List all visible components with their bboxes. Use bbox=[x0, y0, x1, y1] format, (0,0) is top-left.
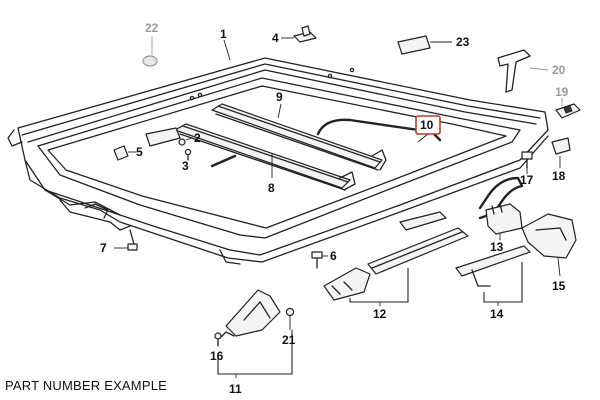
callout-16: 16 bbox=[210, 349, 224, 363]
callout-12: 12 bbox=[373, 307, 387, 321]
callout-3: 3 bbox=[182, 159, 189, 173]
callout-14: 14 bbox=[490, 307, 504, 321]
callout-22: 22 bbox=[145, 21, 159, 35]
leader-9 bbox=[277, 103, 282, 119]
lifter-12 bbox=[323, 227, 469, 306]
guide-5 bbox=[113, 145, 136, 161]
callout-10: 10 bbox=[420, 118, 434, 132]
callout-21: 21 bbox=[282, 333, 296, 347]
pad-23 bbox=[397, 35, 452, 55]
drain-rod bbox=[210, 154, 237, 168]
callout-20: 20 bbox=[552, 63, 566, 77]
nut-21 bbox=[285, 307, 295, 330]
callout-5: 5 bbox=[136, 145, 143, 159]
callout-15: 15 bbox=[552, 279, 566, 293]
callout-9: 9 bbox=[276, 90, 283, 104]
seal-insert bbox=[399, 211, 447, 231]
callout-11: 11 bbox=[229, 382, 242, 396]
bracket-20 bbox=[497, 49, 549, 93]
callout-23: 23 bbox=[456, 35, 470, 49]
part-10-highlight bbox=[415, 115, 441, 135]
rail-channel bbox=[174, 123, 356, 191]
leader-1 bbox=[223, 39, 231, 61]
motor-block bbox=[145, 127, 181, 147]
callout-13: 13 bbox=[490, 240, 504, 254]
screw-16 bbox=[214, 332, 222, 347]
connector-19 bbox=[555, 98, 581, 119]
bolt-6 bbox=[311, 251, 328, 269]
leader-10 bbox=[417, 133, 429, 143]
screw-2 bbox=[178, 137, 193, 146]
callout-17: 17 bbox=[520, 173, 534, 187]
bolt-7 bbox=[114, 229, 138, 251]
seal-strip bbox=[316, 118, 442, 142]
hinge-11 bbox=[217, 289, 293, 378]
lever-14 bbox=[455, 245, 531, 306]
screw-3 bbox=[184, 148, 192, 161]
callout-8: 8 bbox=[268, 181, 275, 195]
clip-18 bbox=[551, 137, 571, 168]
cap-22 bbox=[142, 36, 158, 67]
callout-2: 2 bbox=[194, 131, 201, 145]
screw-17 bbox=[521, 151, 533, 174]
part-number-caption: PART NUMBER EXAMPLE bbox=[5, 378, 167, 393]
slider-13 bbox=[485, 203, 523, 240]
callout-18: 18 bbox=[552, 169, 566, 183]
clip-4 bbox=[281, 25, 317, 43]
housing-15 bbox=[521, 213, 577, 277]
guide-rail bbox=[211, 103, 387, 171]
callout-6: 6 bbox=[330, 249, 337, 263]
callout-7: 7 bbox=[100, 241, 107, 255]
callout-19: 19 bbox=[555, 85, 569, 99]
sunroof-frame bbox=[7, 57, 549, 265]
callout-4: 4 bbox=[272, 31, 279, 45]
callout-1: 1 bbox=[220, 27, 227, 41]
